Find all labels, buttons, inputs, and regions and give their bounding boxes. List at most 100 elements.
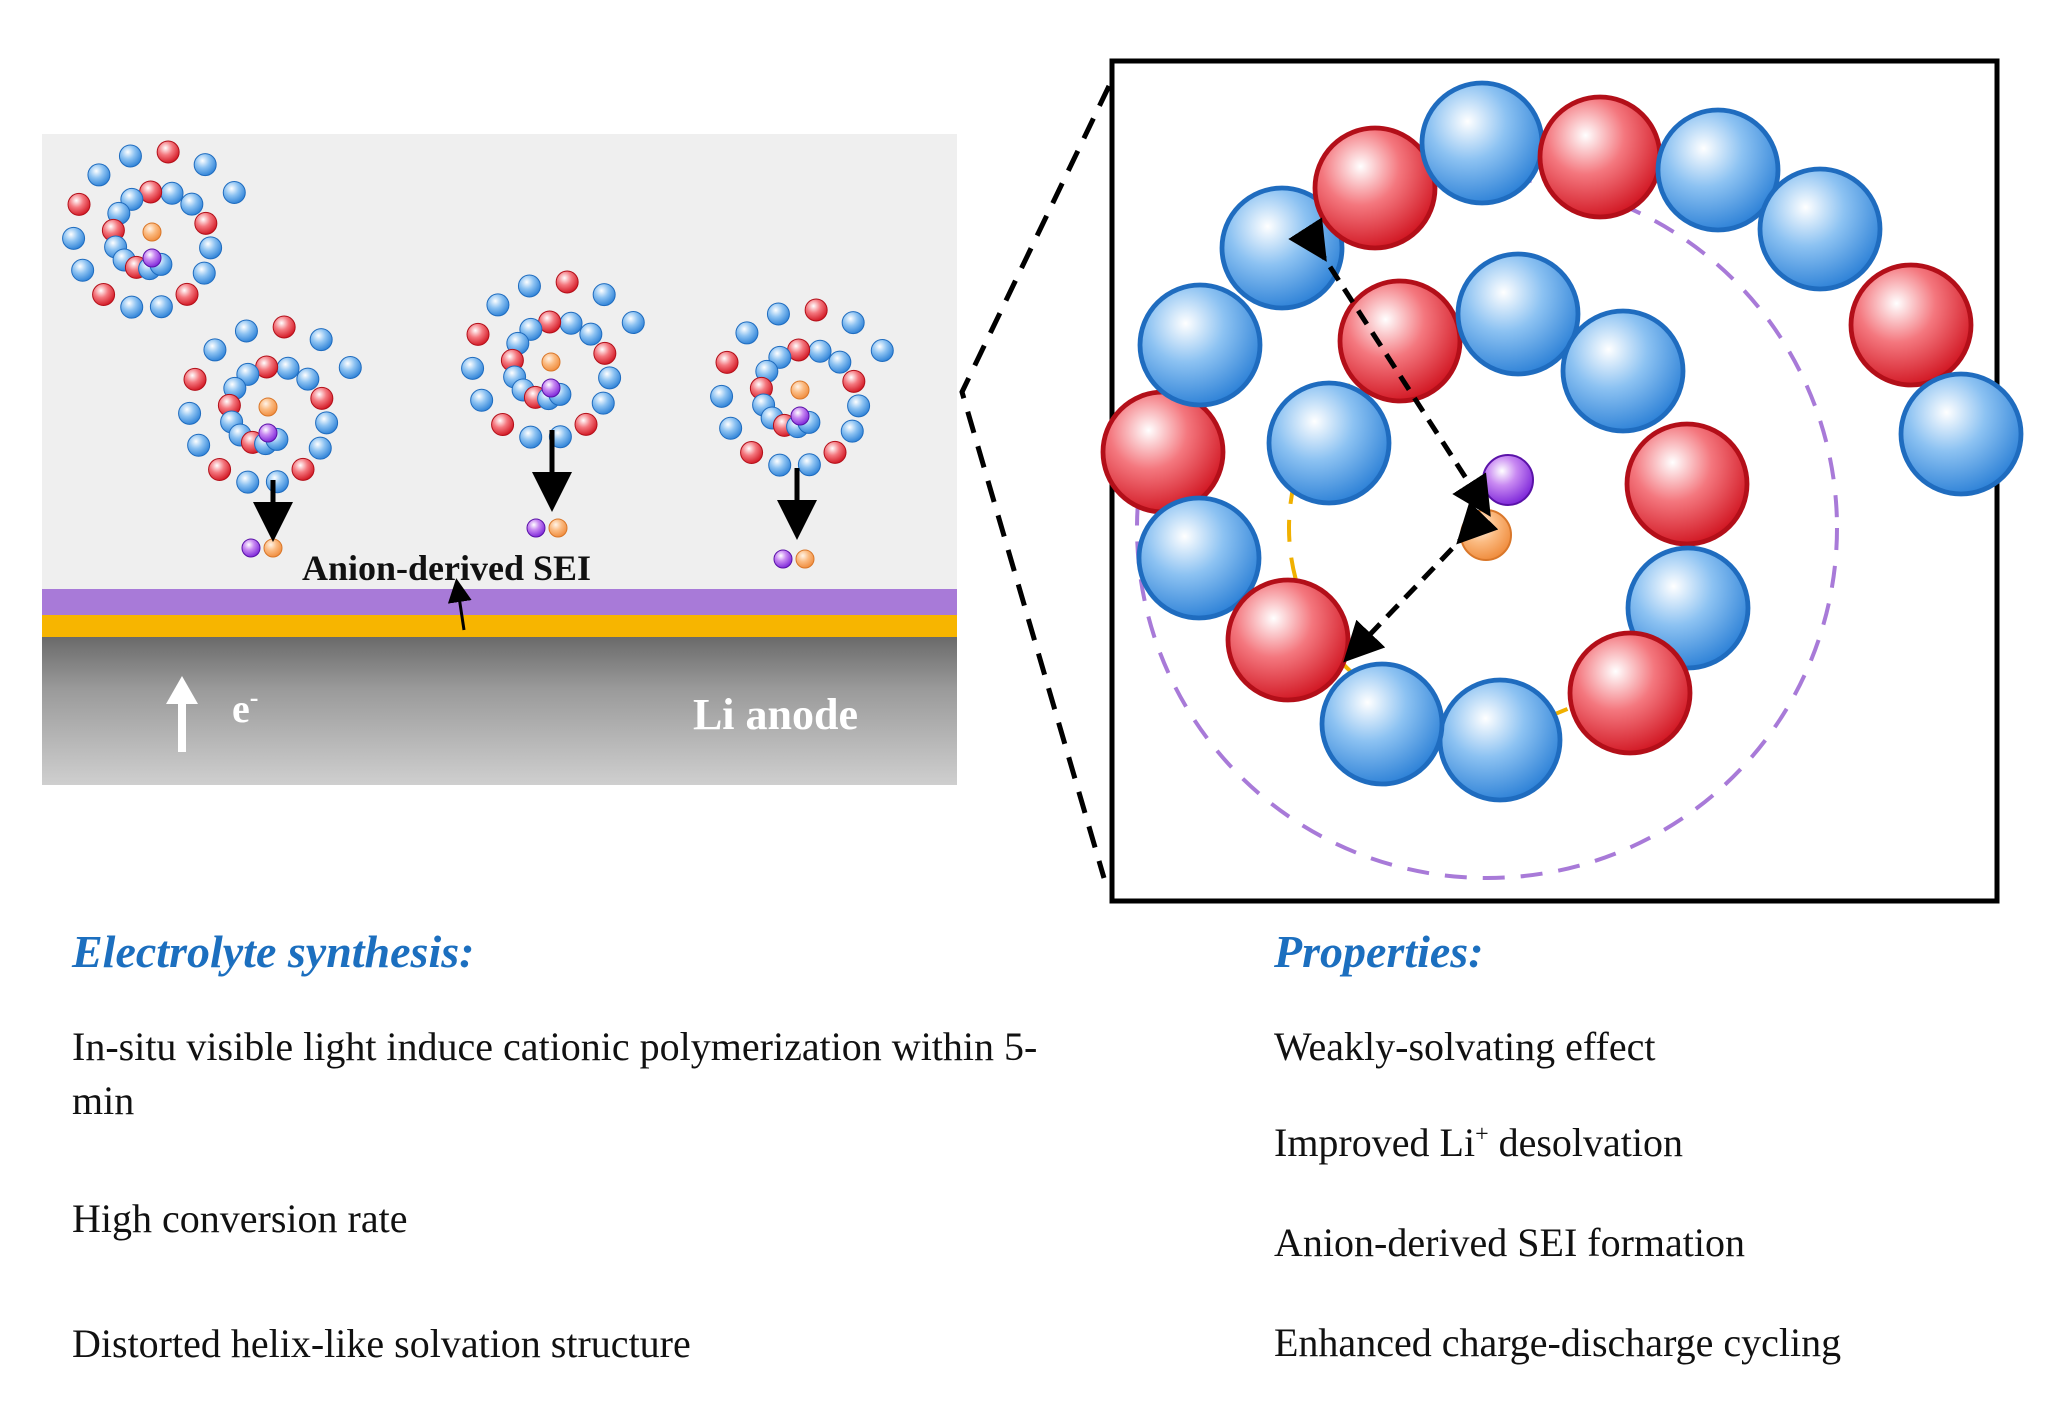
anion [263, 538, 283, 558]
properties-heading: Properties: [1274, 926, 1484, 977]
property-item: Anion-derived SEI formation [1274, 1220, 1745, 1265]
blue-bead [486, 293, 510, 317]
blue-bead [735, 321, 759, 345]
blue-bead [62, 226, 86, 250]
blue-bead [548, 425, 572, 449]
blue-bead [309, 328, 333, 352]
red-bead [194, 211, 218, 235]
blue-bead [178, 401, 202, 425]
blue-bead [265, 470, 289, 494]
red-bead [272, 315, 296, 339]
blue-bead [828, 350, 852, 374]
helix-molecule [710, 298, 894, 477]
helix-molecules [62, 140, 894, 569]
electron-arrow [166, 676, 198, 752]
li-ion [526, 518, 546, 538]
blue-bead [870, 339, 894, 362]
helix-molecule [62, 140, 246, 319]
blue-bead [222, 181, 246, 204]
red-bead [1624, 421, 1750, 547]
synthesis-item: High conversion rate [72, 1196, 408, 1241]
ion-pair [773, 549, 815, 569]
electron-label: e- [232, 683, 258, 731]
blue-bead [296, 367, 320, 391]
red-bead [310, 386, 334, 410]
blue-bead [1455, 251, 1581, 377]
red-bead [1537, 94, 1663, 220]
blue-bead [766, 302, 790, 326]
red-bead [1567, 630, 1693, 756]
li-ion [773, 549, 793, 569]
blue-bead [118, 144, 142, 168]
red-bead [1337, 278, 1463, 404]
anode-label: Li anode [693, 690, 858, 739]
blue-bead [719, 416, 743, 440]
anion [790, 380, 810, 400]
red-bead [555, 270, 579, 294]
anion [142, 222, 162, 242]
blue-bead [519, 425, 543, 449]
blue-bead [579, 322, 603, 346]
red-bead [1225, 577, 1351, 703]
blue-bead [621, 311, 645, 334]
blue-bead [1266, 380, 1392, 506]
blue-bead [203, 338, 227, 362]
red-bead [175, 282, 199, 306]
anion [541, 352, 561, 372]
blue-bead [236, 470, 260, 494]
property-item: Weakly-solvating effect [1274, 1024, 1656, 1069]
li-ion [541, 378, 561, 398]
blue-bead [187, 433, 211, 457]
red-bead [574, 412, 598, 436]
blue-bead [470, 388, 494, 412]
blue-bead [1319, 661, 1445, 787]
anion [795, 549, 815, 569]
blue-bead [193, 153, 217, 177]
blue-bead [199, 236, 223, 260]
blue-bead [149, 295, 173, 319]
blue-bead [840, 419, 864, 443]
blue-bead [160, 181, 184, 205]
red-bead [1312, 125, 1438, 251]
blue-bead [1136, 495, 1262, 621]
blue-bead [192, 261, 216, 285]
red-bead [92, 283, 116, 307]
zoom-guide-line [959, 84, 1112, 879]
blue-bead [461, 356, 485, 380]
blue-bead [1655, 107, 1781, 233]
red-bead [208, 458, 232, 482]
blue-bead [1898, 371, 2024, 497]
blue-bead [591, 391, 615, 415]
li-anode [42, 637, 957, 785]
red-bead [491, 413, 515, 437]
synthesis-item: In-situ visible light induce cationic po… [72, 1024, 1038, 1123]
blue-bead [308, 436, 332, 460]
red-bead [842, 369, 866, 393]
blue-bead [1757, 166, 1883, 292]
red-bead [715, 350, 739, 374]
red-bead [804, 298, 828, 322]
red-bead [1848, 262, 1974, 388]
blue-bead [841, 311, 865, 335]
blue-bead [180, 192, 204, 216]
li-ion [790, 406, 810, 426]
blue-bead [315, 411, 339, 435]
red-bead [466, 322, 490, 346]
li-ion [1482, 454, 1534, 506]
property-item: Improved Li+ desolvation [1274, 1120, 1684, 1165]
property-item: Enhanced charge-discharge cycling [1274, 1320, 1842, 1365]
red-bead [593, 341, 617, 365]
li-ion [241, 538, 261, 558]
blue-bead [517, 274, 541, 298]
li-ion [258, 423, 278, 443]
blue-bead [847, 394, 871, 418]
solvation-structure-diagram: Anion-derived SEI e- Li anode [42, 58, 2024, 904]
interphase-layer [42, 615, 957, 637]
red-bead [823, 440, 847, 464]
synthesis-heading: Electrolyte synthesis: [72, 926, 475, 977]
sei-layer [42, 589, 957, 615]
ion-pair [241, 538, 283, 558]
blue-bead [710, 384, 734, 408]
sei-pointer-arrow [447, 578, 472, 631]
sei-label: Anion-derived SEI [302, 548, 591, 588]
